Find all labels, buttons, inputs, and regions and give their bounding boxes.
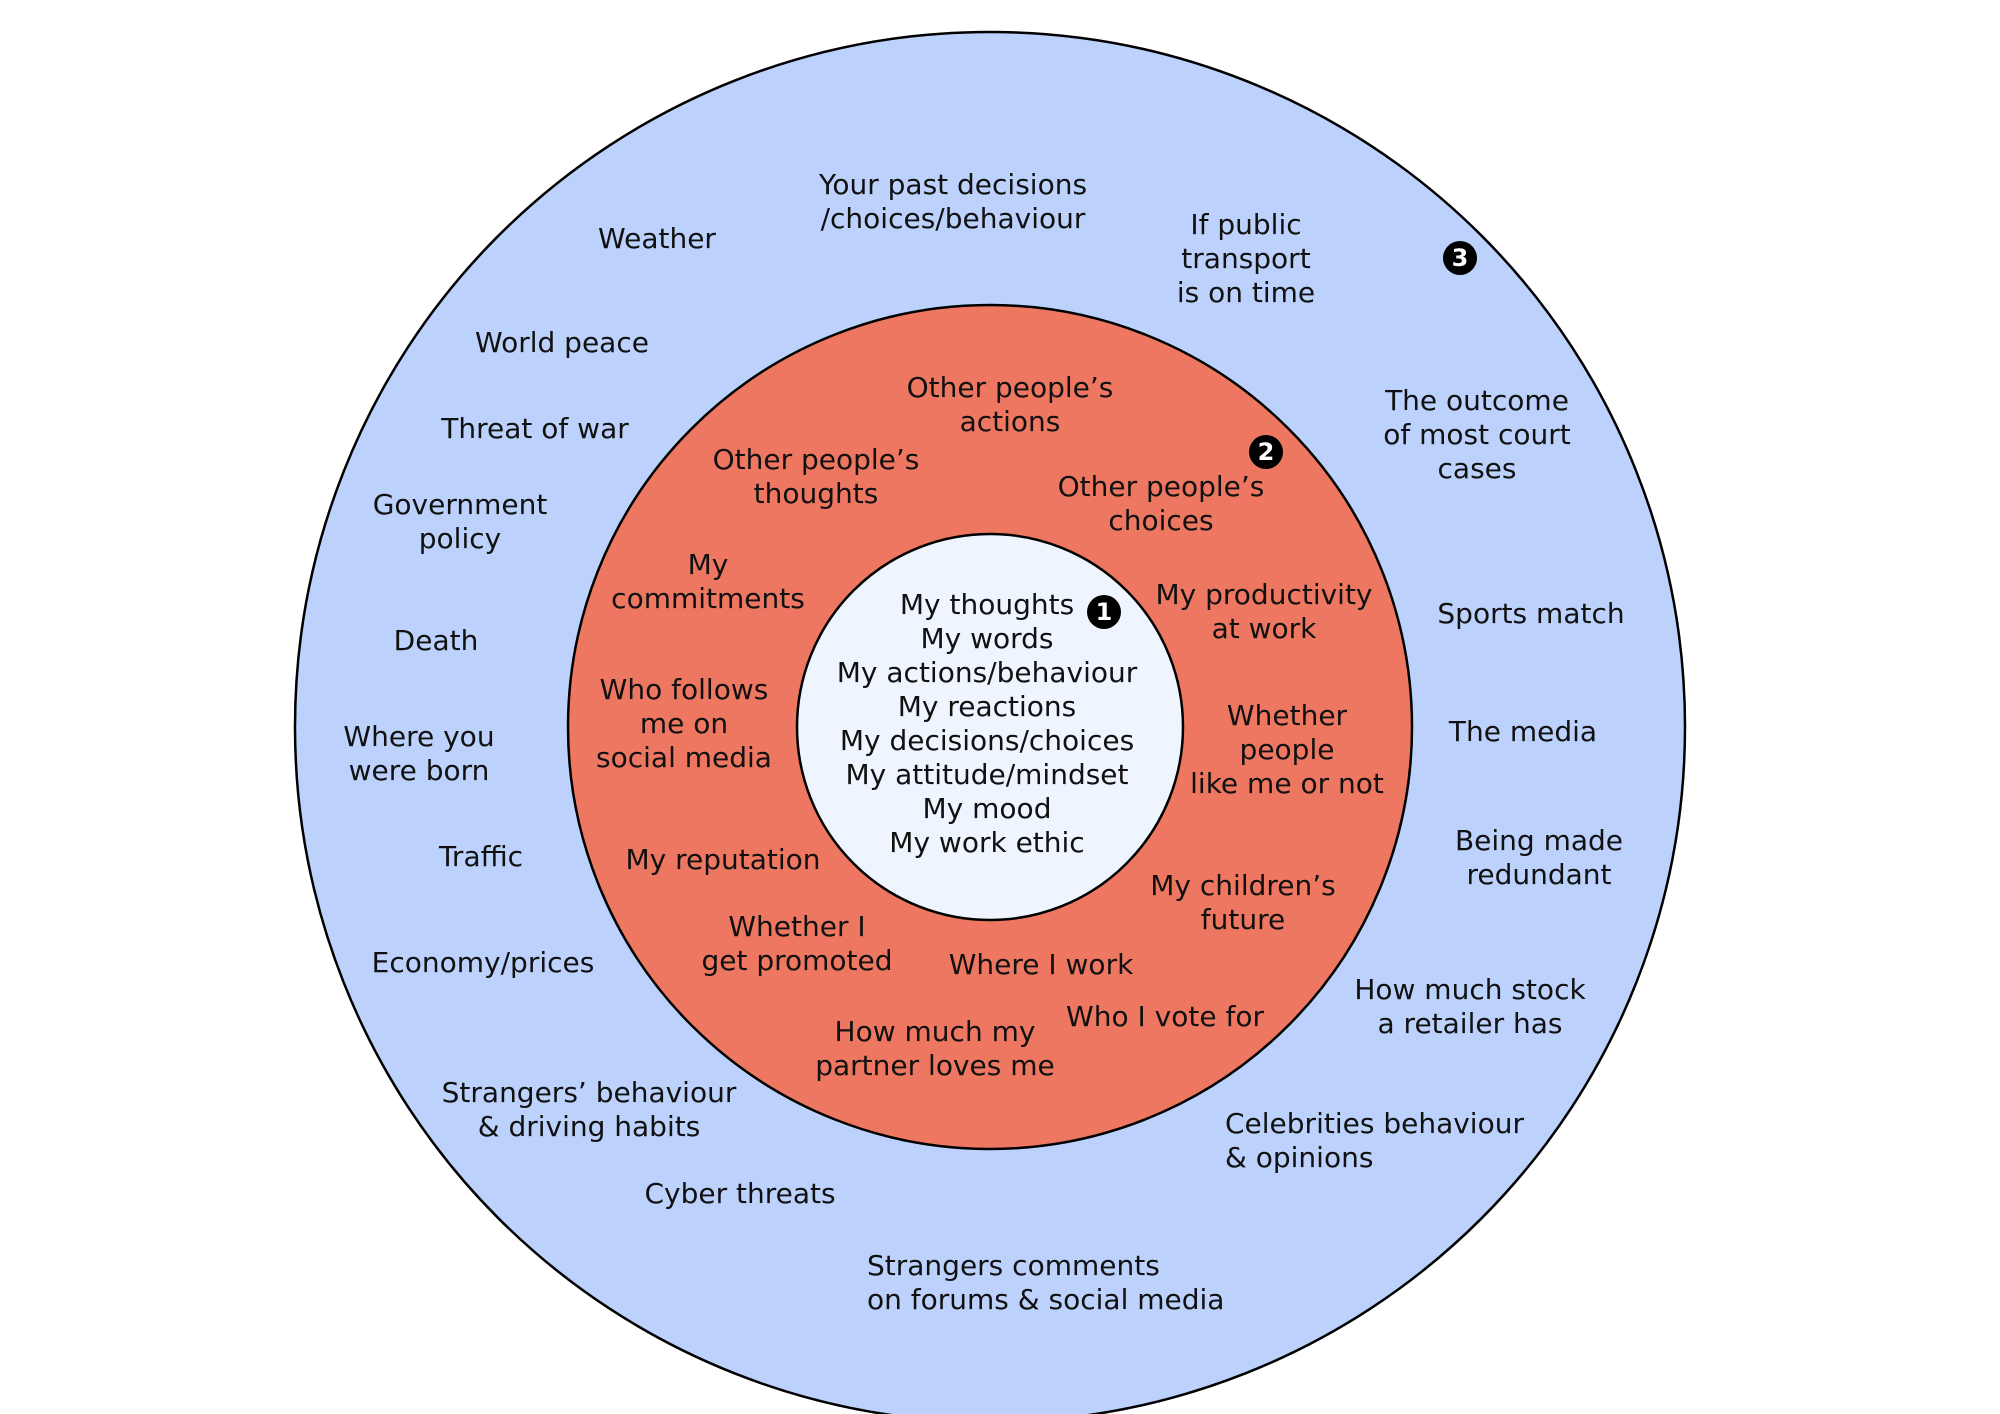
outer-item-past-decisions: Your past decisions /choices/behaviour bbox=[818, 168, 1088, 235]
outer-item-celebrities-behaviour: Celebrities behaviour & opinions bbox=[1225, 1107, 1524, 1174]
outer-item-death: Death bbox=[393, 624, 479, 657]
middle-item-my-childrens-future: My children’s future bbox=[1150, 869, 1336, 936]
middle-item-other-peoples-thoughts: Other people’s thoughts bbox=[712, 443, 920, 510]
middle-item-my-reputation: My reputation bbox=[625, 843, 821, 876]
outer-item-being-made-redundant: Being made redundant bbox=[1454, 824, 1624, 891]
outer-item-retailer-stock: How much stock a retailer has bbox=[1354, 973, 1586, 1040]
outer-item-strangers-comments: Strangers comments on forums & social me… bbox=[867, 1249, 1225, 1316]
middle-item-other-peoples-choices: Other people’s choices bbox=[1057, 470, 1265, 537]
middle-item-where-i-work: Where I work bbox=[948, 948, 1134, 981]
middle-item-other-peoples-actions: Other people’s actions bbox=[906, 371, 1114, 438]
inner-circle bbox=[795, 532, 1185, 922]
outer-item-threat-of-war: Threat of war bbox=[441, 412, 629, 445]
middle-item-whether-people-like-me: Whether people like me or not bbox=[1190, 699, 1384, 800]
middle-item-who-i-vote-for: Who I vote for bbox=[1066, 1000, 1264, 1033]
outer-item-weather: Weather bbox=[598, 222, 716, 255]
outer-item-where-you-were-born: Where you were born bbox=[343, 720, 495, 787]
outer-item-the-media: The media bbox=[1448, 715, 1598, 748]
middle-item-how-much-partner-loves-me: How much my partner loves me bbox=[815, 1015, 1055, 1082]
outer-item-government-policy: Government policy bbox=[372, 488, 548, 555]
inner-circle-items: My thoughts My words My actions/behaviou… bbox=[836, 588, 1138, 859]
outer-item-cyber-threats: Cyber threats bbox=[644, 1177, 836, 1210]
outer-item-traffic: Traffic bbox=[438, 840, 524, 873]
badge-inner: 1 bbox=[1087, 595, 1121, 629]
middle-item-whether-i-get-promoted: Whether I get promoted bbox=[701, 910, 893, 977]
outer-item-economy-prices: Economy/prices bbox=[371, 946, 595, 979]
outer-item-world-peace: World peace bbox=[475, 326, 649, 359]
outer-item-sports-match: Sports match bbox=[1437, 597, 1625, 630]
outer-item-strangers-behaviour: Strangers’ behaviour & driving habits bbox=[441, 1076, 737, 1143]
badge-outer: 3 bbox=[1443, 241, 1477, 275]
badge-middle: 2 bbox=[1249, 435, 1283, 469]
middle-item-my-productivity: My productivity at work bbox=[1155, 578, 1373, 645]
outer-item-court-cases: The outcome of most court cases bbox=[1383, 384, 1571, 485]
middle-item-who-follows-me: Who follows me on social media bbox=[596, 673, 772, 774]
middle-item-my-commitments: My commitments bbox=[611, 548, 805, 615]
outer-item-public-transport: If public transport is on time bbox=[1176, 208, 1316, 309]
